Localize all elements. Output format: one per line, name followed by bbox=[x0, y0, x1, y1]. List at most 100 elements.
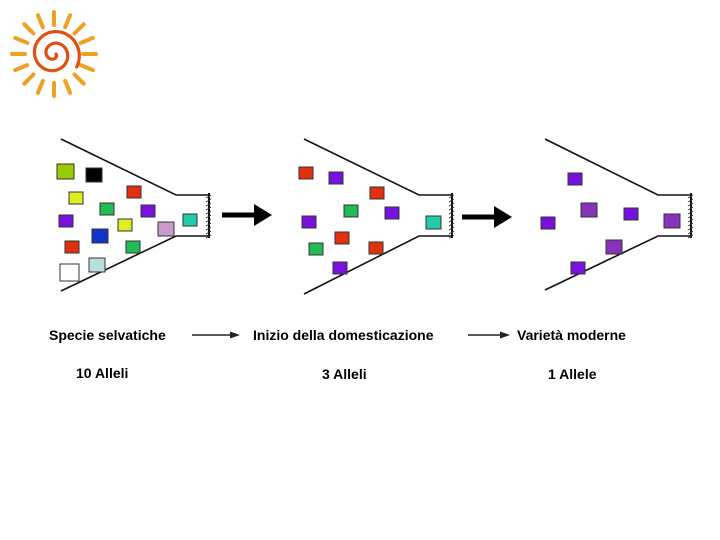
sun-ray bbox=[78, 63, 95, 73]
funnel-hatch bbox=[205, 202, 212, 207]
allele-square bbox=[298, 166, 314, 180]
funnel-hatch bbox=[448, 214, 455, 219]
funnel-wild bbox=[56, 138, 212, 292]
funnel-hatch bbox=[687, 234, 694, 239]
allele-square bbox=[68, 191, 84, 205]
allele-square bbox=[334, 231, 350, 245]
spiral-shape bbox=[32, 29, 81, 73]
allele-square bbox=[85, 167, 103, 183]
allele-square bbox=[182, 213, 198, 227]
sun-ray bbox=[35, 78, 45, 95]
allele-square bbox=[301, 215, 317, 229]
funnel-hatch bbox=[448, 230, 455, 235]
allele-square bbox=[343, 204, 359, 218]
funnel-hatch bbox=[687, 222, 694, 227]
funnel-hatch bbox=[205, 194, 212, 199]
alleles-domestication: 3 Alleli bbox=[322, 366, 367, 382]
funnel-hatch bbox=[205, 214, 212, 219]
funnel-hatch bbox=[448, 222, 455, 227]
big-arrow bbox=[222, 204, 272, 226]
sun-ray bbox=[63, 78, 73, 95]
allele-square bbox=[623, 207, 639, 221]
alleles-wild: 10 Alleli bbox=[76, 365, 129, 381]
sun-ray bbox=[22, 22, 36, 36]
allele-square bbox=[59, 263, 80, 282]
allele-square bbox=[91, 228, 109, 244]
allele-square bbox=[328, 171, 344, 185]
funnel-hatch bbox=[205, 198, 212, 203]
allele-square bbox=[117, 218, 133, 232]
funnel-hatch bbox=[448, 234, 455, 239]
allele-square bbox=[369, 186, 385, 200]
funnel-hatch bbox=[448, 218, 455, 223]
funnel-hatch bbox=[205, 218, 212, 223]
allele-square bbox=[663, 213, 681, 229]
small-arrow bbox=[468, 331, 510, 339]
funnel-hatch bbox=[687, 226, 694, 231]
funnel-hatch bbox=[687, 202, 694, 207]
label-modern-varieties: Varietà moderne bbox=[517, 327, 626, 343]
label-domestication: Inizio della domesticazione bbox=[253, 327, 434, 343]
funnel-hatch bbox=[205, 210, 212, 215]
allele-square bbox=[605, 239, 623, 255]
funnel-hatch bbox=[205, 222, 212, 227]
allele-square bbox=[580, 202, 598, 218]
allele-square bbox=[570, 261, 586, 275]
label-wild-species: Specie selvatiche bbox=[49, 327, 166, 343]
funnel-top-edge bbox=[544, 138, 691, 196]
allele-square bbox=[567, 172, 583, 186]
allele-square bbox=[425, 215, 442, 230]
funnel-hatch bbox=[448, 198, 455, 203]
allele-square bbox=[99, 202, 115, 216]
sun-ray bbox=[72, 72, 86, 86]
funnel-hatch bbox=[687, 210, 694, 215]
funnel-top-edge bbox=[303, 138, 452, 196]
funnel-hatch bbox=[687, 230, 694, 235]
funnel-hatch bbox=[687, 206, 694, 211]
funnel-hatch bbox=[205, 230, 212, 235]
allele-square bbox=[384, 206, 400, 220]
arrow-group bbox=[192, 204, 512, 339]
allele-square bbox=[56, 163, 75, 180]
funnel-hatch bbox=[448, 202, 455, 207]
funnel-bottom-edge bbox=[303, 235, 452, 295]
sun-ray bbox=[78, 35, 95, 45]
sun-ray bbox=[22, 72, 36, 86]
allele-square bbox=[140, 204, 156, 218]
alleles-modern: 1 Allele bbox=[548, 366, 597, 382]
funnel-modern bbox=[540, 138, 694, 291]
funnel-hatch bbox=[448, 210, 455, 215]
allele-square bbox=[125, 240, 141, 254]
funnel-hatch bbox=[687, 194, 694, 199]
allele-square bbox=[540, 216, 556, 230]
funnel-domestication bbox=[298, 138, 455, 295]
funnel-hatch bbox=[448, 206, 455, 211]
sun-ray bbox=[13, 63, 30, 73]
allele-square bbox=[157, 221, 175, 237]
sun-ray bbox=[63, 13, 73, 30]
funnel-bottom-edge bbox=[60, 235, 209, 292]
funnel-hatch bbox=[205, 234, 212, 239]
sun-ray bbox=[72, 22, 86, 36]
allele-square bbox=[88, 257, 106, 273]
funnel-group bbox=[56, 138, 694, 295]
funnel-top-edge bbox=[60, 138, 209, 196]
funnel-hatch bbox=[687, 218, 694, 223]
allele-square bbox=[368, 241, 384, 255]
small-arrow bbox=[192, 331, 240, 339]
sun-spiral-logo bbox=[10, 10, 98, 98]
funnel-hatch bbox=[687, 214, 694, 219]
allele-square bbox=[58, 214, 74, 228]
allele-square bbox=[332, 261, 348, 275]
funnel-hatch bbox=[687, 198, 694, 203]
funnel-hatch bbox=[448, 226, 455, 231]
funnel-hatch bbox=[205, 206, 212, 211]
allele-square bbox=[64, 240, 80, 254]
funnel-hatch bbox=[448, 194, 455, 199]
big-arrow bbox=[462, 206, 512, 228]
allele-square bbox=[308, 242, 324, 256]
sun-ray bbox=[13, 35, 30, 45]
allele-square bbox=[126, 185, 142, 199]
sun-ray bbox=[35, 13, 45, 30]
